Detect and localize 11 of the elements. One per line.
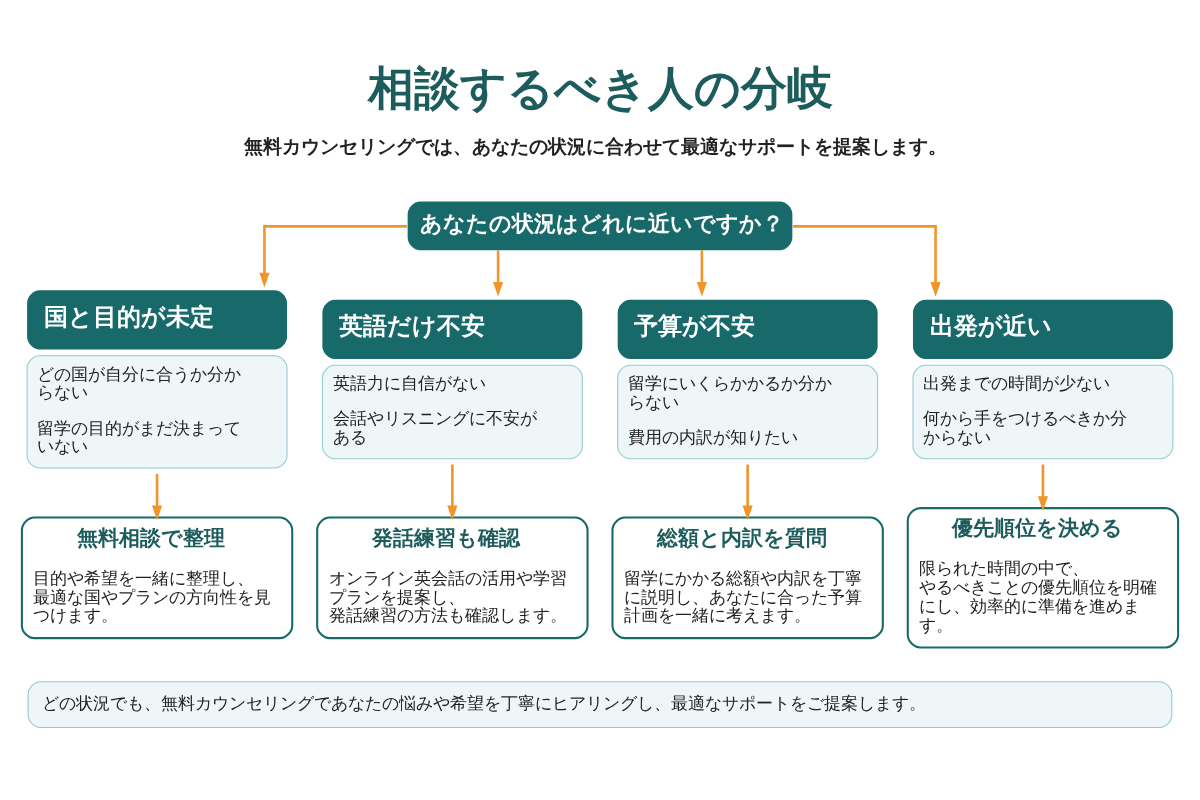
arrow xyxy=(447,464,458,521)
arrow xyxy=(742,464,753,521)
arrow xyxy=(696,250,707,297)
arrow xyxy=(493,250,504,297)
arrow xyxy=(151,473,163,521)
label: 無料カウンセリングでは、あなたの状況に合わせて最適なサポートを提案します。 xyxy=(243,135,947,157)
diagram-title: 相談するべき人の分岐 xyxy=(367,61,833,115)
node-box: あなたの状況はどれに近いですか？ xyxy=(407,201,793,251)
arrow xyxy=(792,225,941,297)
arrow xyxy=(1037,464,1049,511)
arrow xyxy=(259,225,408,288)
